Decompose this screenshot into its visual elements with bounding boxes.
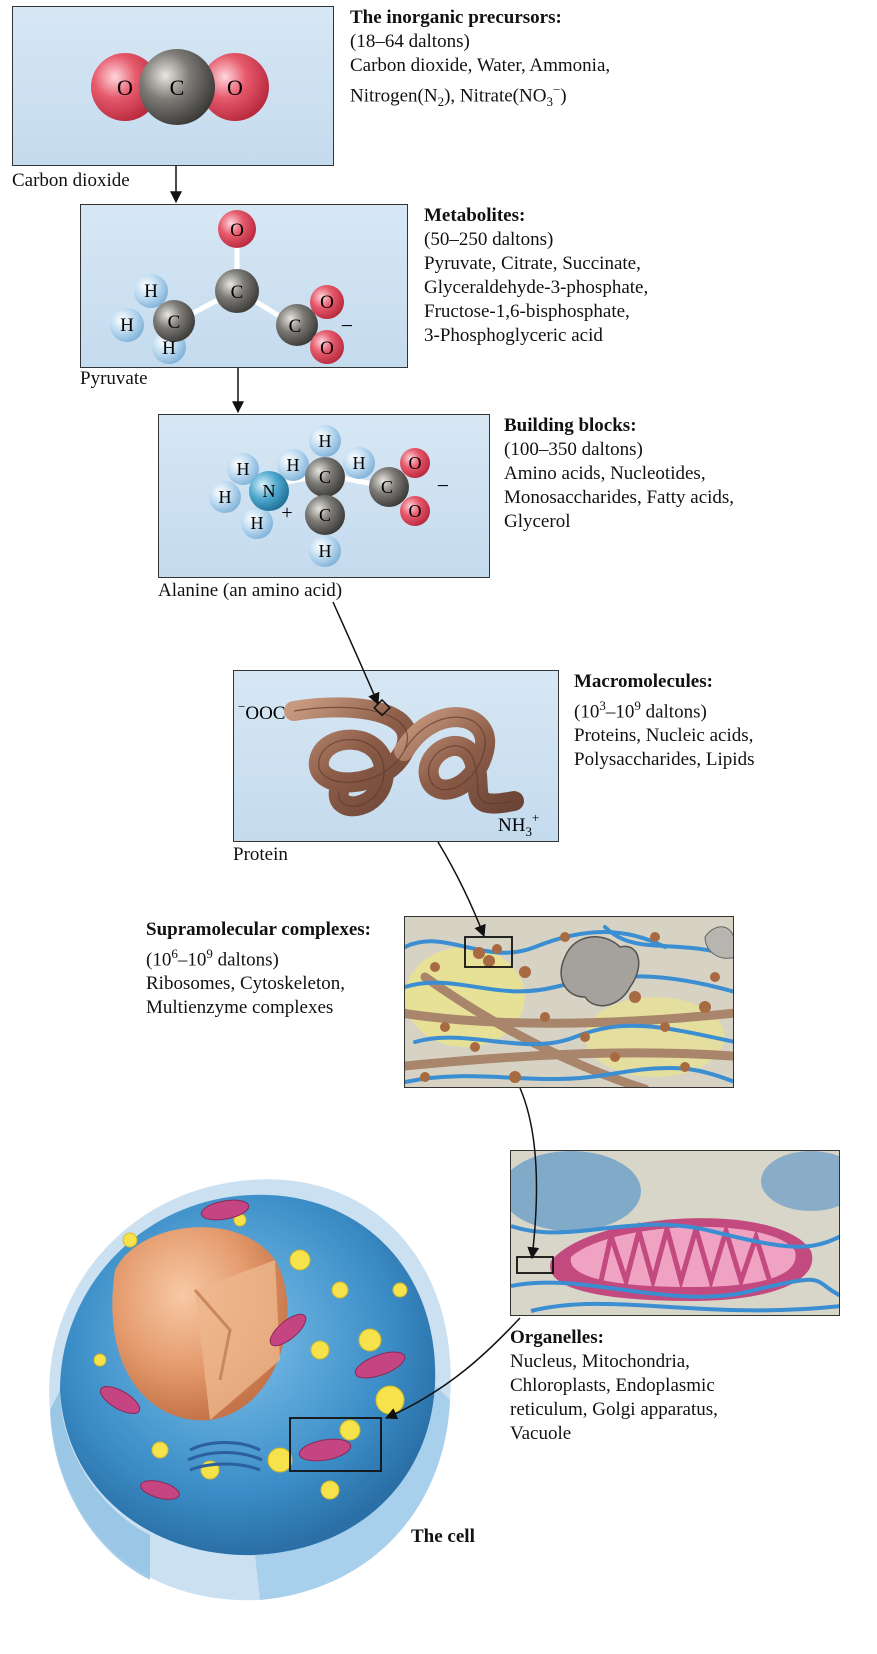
alanine-molecule: H H H H H H N + C C H C O O − <box>159 415 490 578</box>
co2-caption: Carbon dioxide <box>12 170 130 192</box>
alanine-panel: H H H H H H N + C C H C O O − <box>158 414 490 578</box>
cell-illustration <box>40 1150 480 1630</box>
atom-label-n: N <box>263 481 276 501</box>
atom-label-c-center: C <box>231 282 244 303</box>
organelles-line: reticulum, Golgi apparatus, <box>510 1398 718 1422</box>
atom-label-h-n3: H <box>251 513 264 533</box>
metabolites-line: Glyceraldehyde-3-phosphate, <box>424 276 648 300</box>
co2-molecule: O C O <box>13 7 334 166</box>
protein-c-terminus-label: NH3+ <box>498 810 539 839</box>
atom-label-c2: C <box>319 505 331 525</box>
organelles-line: Chloroplasts, Endoplasmic <box>510 1374 718 1398</box>
atom-label-c-carboxyl: C <box>289 316 302 337</box>
atom-label-h-bottom: H <box>319 541 332 561</box>
supramolecular-text: Supramolecular complexes: (106–109 dalto… <box>146 918 371 1020</box>
building-blocks-line: Monosaccharides, Fatty acids, <box>504 486 734 510</box>
supramolecular-range: (106–109 daltons) <box>146 942 371 972</box>
atom-label-h3: H <box>162 338 176 359</box>
atom-label-o2: O <box>409 501 422 521</box>
atom-label-c1: C <box>319 467 331 487</box>
protein-n-terminus-label: −OOC <box>238 699 285 724</box>
atom-label-h-mid: H <box>287 455 300 475</box>
precursors-heading: The inorganic precursors: <box>350 6 610 30</box>
atom-label-h-top: H <box>319 431 332 451</box>
precursors-range: (18–64 daltons) <box>350 30 610 54</box>
building-blocks-text: Building blocks: (100–350 daltons) Amino… <box>504 414 734 534</box>
atom-label-o1: O <box>409 453 422 473</box>
atom-label-c: C <box>170 75 185 100</box>
charge-label: − <box>341 313 353 338</box>
atom-label-c-methyl: C <box>168 312 181 333</box>
metabolites-line: 3-Phosphoglyceric acid <box>424 324 648 348</box>
macromolecules-line: Polysaccharides, Lipids <box>574 748 754 772</box>
atom-label-c-carboxyl: C <box>381 477 393 497</box>
co2-panel: O C O <box>12 6 334 166</box>
atom-label-h-right: H <box>353 453 366 473</box>
mitochondrion-panel <box>510 1150 840 1316</box>
metabolites-line: Pyruvate, Citrate, Succinate, <box>424 252 648 276</box>
metabolites-text: Metabolites: (50–250 daltons) Pyruvate, … <box>424 204 648 348</box>
building-blocks-line: Amino acids, Nucleotides, <box>504 462 734 486</box>
precursors-line2: Nitrogen(N2), Nitrate(NO3−) <box>350 78 610 114</box>
building-blocks-line: Glycerol <box>504 510 734 534</box>
plus-label: + <box>281 502 292 524</box>
pyruvate-caption: Pyruvate <box>80 368 148 390</box>
macromolecules-line: Proteins, Nucleic acids, <box>574 724 754 748</box>
protein-panel: −OOC NH3+ <box>233 670 559 842</box>
metabolites-line: Fructose-1,6-bisphosphate, <box>424 300 648 324</box>
atom-label-h-n2: H <box>219 487 232 507</box>
atom-label-h1: H <box>144 281 158 302</box>
organelles-heading: Organelles: <box>510 1326 718 1350</box>
supramolecular-panel <box>404 916 734 1088</box>
protein-illustration: −OOC NH3+ <box>234 671 559 842</box>
protein-caption: Protein <box>233 844 288 866</box>
precursors-text: The inorganic precursors: (18–64 daltons… <box>350 6 610 114</box>
macromolecules-text: Macromolecules: (103–109 daltons) Protei… <box>574 670 754 772</box>
building-blocks-range: (100–350 daltons) <box>504 438 734 462</box>
organelles-text: Organelles: Nucleus, Mitochondria, Chlor… <box>510 1326 718 1446</box>
alanine-caption: Alanine (an amino acid) <box>158 580 342 602</box>
atom-label-o2: O <box>320 338 334 359</box>
supramolecular-illustration <box>405 917 734 1088</box>
macromolecules-heading: Macromolecules: <box>574 670 754 694</box>
charge-label: − <box>437 473 449 498</box>
atom-label-o-top: O <box>230 220 244 241</box>
precursors-line1: Carbon dioxide, Water, Ammonia, <box>350 54 610 78</box>
metabolites-heading: Metabolites: <box>424 204 648 228</box>
pyruvate-molecule: O C C H H H C O O − <box>81 205 408 368</box>
atom-label-h-n1: H <box>237 459 250 479</box>
organelles-line: Vacuole <box>510 1422 718 1446</box>
metabolites-range: (50–250 daltons) <box>424 228 648 252</box>
supramolecular-line: Multienzyme complexes <box>146 996 371 1020</box>
supramolecular-heading: Supramolecular complexes: <box>146 918 371 942</box>
macromolecules-range: (103–109 daltons) <box>574 694 754 724</box>
organelles-line: Nucleus, Mitochondria, <box>510 1350 718 1374</box>
atom-label-o1: O <box>117 75 133 100</box>
atom-label-o2: O <box>227 75 243 100</box>
supramolecular-line: Ribosomes, Cytoskeleton, <box>146 972 371 996</box>
pyruvate-panel: O C C H H H C O O − <box>80 204 408 368</box>
mitochondrion-illustration <box>511 1151 840 1316</box>
atom-label-h2: H <box>120 315 134 336</box>
cell-caption: The cell <box>411 1526 475 1548</box>
atom-label-o1: O <box>320 292 334 313</box>
building-blocks-heading: Building blocks: <box>504 414 734 438</box>
